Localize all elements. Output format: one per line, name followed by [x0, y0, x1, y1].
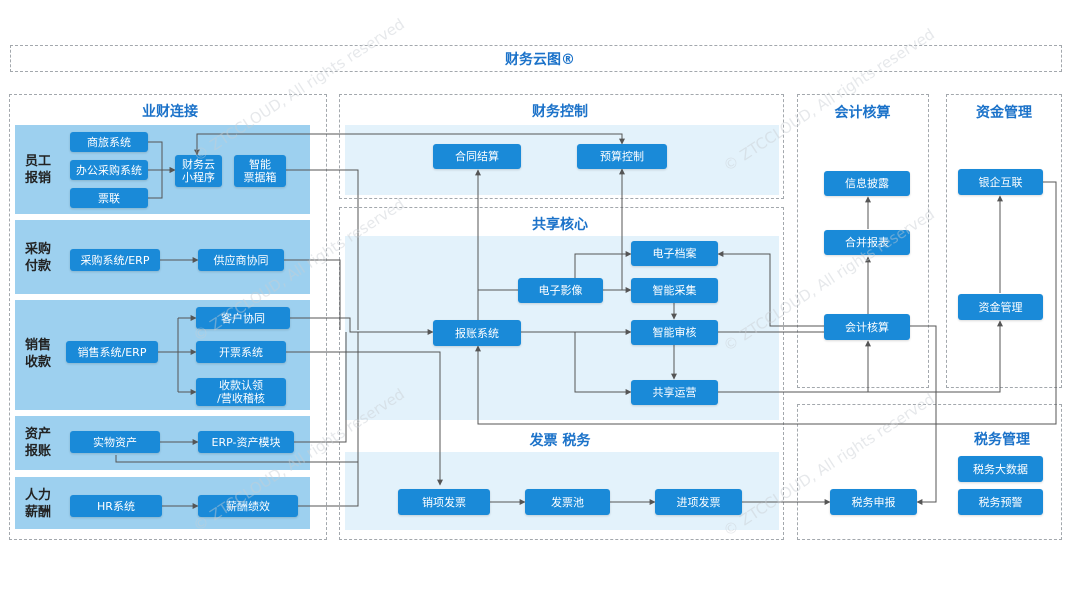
node-tax-declaration[interactable]: 税务申报 [830, 489, 917, 515]
node-purchase-erp[interactable]: 采购系统/ERP [70, 249, 160, 271]
funds-section-frame [946, 94, 1062, 388]
node-smart-audit[interactable]: 智能审核 [631, 320, 718, 345]
node-input-invoice[interactable]: 进项发票 [655, 489, 742, 515]
node-physical-asset[interactable]: 实物资产 [70, 431, 160, 453]
row-label-purchase: 采购 付款 [24, 242, 51, 274]
node-fund-management[interactable]: 资金管理 [958, 294, 1043, 320]
section-title-funds: 资金管理 [976, 105, 1032, 121]
node-ticket[interactable]: 票联 [70, 188, 148, 208]
node-travel-system[interactable]: 商旅系统 [70, 132, 148, 152]
node-sales-erp[interactable]: 销售系统/ERP [66, 341, 158, 363]
page-title: 财务云图® [505, 52, 575, 68]
node-sales-invoice[interactable]: 销项发票 [398, 489, 490, 515]
node-consolidated-report[interactable]: 合并报表 [824, 230, 910, 255]
node-budget-control[interactable]: 预算控制 [577, 144, 667, 169]
node-accounting[interactable]: 会计核算 [824, 314, 910, 340]
tax-section-frame [797, 404, 1062, 540]
node-finance-miniapp[interactable]: 财务云 小程序 [175, 155, 222, 187]
node-reimburse-system[interactable]: 报账系统 [433, 320, 521, 346]
section-title-tax: 税务管理 [974, 432, 1030, 448]
row-label-hr: 人力 薪酬 [24, 488, 51, 520]
accounting-section-frame [797, 94, 929, 388]
node-erp-asset-module[interactable]: ERP-资产模块 [198, 431, 294, 453]
node-invoicing-system[interactable]: 开票系统 [196, 341, 286, 363]
node-bank-enterprise-link[interactable]: 银企互联 [958, 169, 1043, 195]
node-smart-ticket-box[interactable]: 智能 票据箱 [234, 155, 286, 187]
core-section-frame [339, 207, 784, 540]
node-contract-settlement[interactable]: 合同结算 [433, 144, 521, 169]
node-shared-operations[interactable]: 共享运营 [631, 380, 718, 405]
node-hr-system[interactable]: HR系统 [70, 495, 162, 517]
node-office-purchase[interactable]: 办公采购系统 [70, 160, 148, 180]
row-label-sales: 销售 收款 [24, 338, 51, 370]
node-supplier-collab[interactable]: 供应商协同 [198, 249, 284, 271]
node-salary-performance[interactable]: 薪酬绩效 [198, 495, 298, 517]
node-customer-collab[interactable]: 客户协同 [196, 307, 290, 329]
header-frame [10, 45, 1062, 72]
node-tax-warning[interactable]: 税务预警 [958, 489, 1043, 515]
section-title-business: 业财连接 [142, 104, 198, 120]
node-tax-bigdata[interactable]: 税务大数据 [958, 456, 1043, 482]
section-title-invoice: 发票 税务 [529, 433, 591, 449]
node-info-disclosure[interactable]: 信息披露 [824, 171, 910, 196]
node-smart-collect[interactable]: 智能采集 [631, 278, 718, 303]
business-section-frame [9, 94, 327, 540]
section-title-core: 共享核心 [532, 217, 588, 233]
row-label-expense: 员工 报销 [24, 154, 51, 186]
section-title-accounting: 会计核算 [834, 105, 891, 121]
node-receipt-audit[interactable]: 收款认领 /营收稽核 [196, 378, 286, 406]
node-electronic-archive[interactable]: 电子档案 [631, 241, 718, 266]
node-electronic-image[interactable]: 电子影像 [518, 278, 603, 303]
row-label-asset: 资产 报账 [24, 427, 51, 459]
node-invoice-pool[interactable]: 发票池 [525, 489, 610, 515]
control-band [345, 125, 779, 195]
section-title-control: 财务控制 [532, 104, 588, 120]
